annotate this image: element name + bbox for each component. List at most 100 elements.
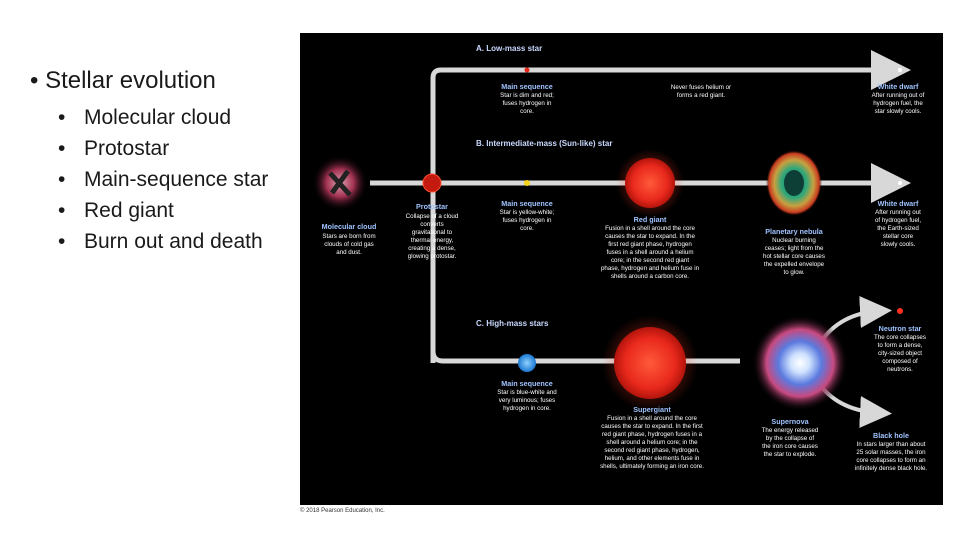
- low-mass-white-dwarf: [898, 68, 902, 72]
- sub-bullet-text: Red giant: [84, 199, 174, 222]
- molecular-cloud-image: [312, 155, 368, 211]
- label-sunlike-white-dwarf: White dwarf: [878, 199, 919, 208]
- desc-line: to form a dense,: [878, 342, 923, 349]
- desc-line: core.: [520, 108, 534, 115]
- label-supernova: Supernova: [771, 417, 809, 426]
- desc-line: Nuclear burning: [772, 237, 816, 244]
- desc-line: Never fuses helium or: [671, 84, 731, 91]
- high-mass-main-sequence-star: [518, 354, 536, 372]
- sub-bullet-list: •Molecular cloud •Protostar •Main-sequen…: [58, 102, 268, 257]
- sub-bullet-item: •Main-sequence star: [58, 164, 268, 195]
- desc-line: helium, and other elements fuse in: [605, 455, 700, 462]
- heading-intermediate-mass: B. Intermediate-mass (Sun-like) star: [476, 139, 612, 148]
- desc-line: causes the star to expand. In the first: [601, 423, 703, 430]
- desc-line: of hydrogen fuel,: [875, 217, 921, 224]
- desc-line: fuses hydrogen in: [503, 100, 552, 107]
- desc-line: hydrogen fuel, the: [873, 100, 923, 107]
- desc-line: composed of: [882, 358, 918, 365]
- sub-bullet-text: Main-sequence star: [84, 168, 268, 191]
- desc-line: to glow.: [784, 269, 805, 276]
- desc-line: The energy released: [762, 427, 819, 434]
- desc-line: creating a dense,: [408, 245, 456, 252]
- desc-line: The core collapses: [874, 334, 926, 341]
- desc-line: the star to explode.: [764, 451, 817, 458]
- desc-line: Collapse of a cloud: [406, 213, 459, 220]
- desc-line: fuses in a shell around a helium: [606, 249, 693, 256]
- desc-line: by the collapse of: [766, 435, 814, 442]
- sub-bullet-item: •Molecular cloud: [58, 102, 268, 133]
- desc-line: shells, ultimately forming an iron core.: [600, 463, 704, 470]
- desc-line: stellar core: [883, 233, 914, 240]
- desc-line: red giant phase, hydrogen fuses in a: [602, 431, 703, 438]
- desc-line: ceases; light from the: [765, 245, 824, 252]
- desc-line: phase, hydrogen and helium fuse in: [601, 265, 700, 272]
- sub-bullet-item: •Protostar: [58, 133, 268, 164]
- label-high-main-sequence: Main sequence: [501, 379, 553, 388]
- sub-bullet-text: Burn out and death: [84, 230, 263, 253]
- desc-line: hydrogen in core.: [503, 405, 551, 412]
- label-neutron-star: Neutron star: [879, 324, 922, 333]
- supernova-image: [752, 315, 848, 411]
- protostar-image: [423, 174, 441, 192]
- main-bullet: • Stellar evolution: [30, 64, 268, 98]
- desc-line: star slowly cools.: [875, 108, 922, 115]
- desc-line: shells around a carbon core.: [611, 273, 689, 280]
- desc-line: infinitely dense black hole.: [855, 465, 928, 472]
- label-sunlike-main-sequence: Main sequence: [501, 199, 553, 208]
- desc-line: causes the star to expand. In the: [605, 233, 695, 240]
- desc-line: Star is blue-white and: [497, 389, 557, 396]
- sub-bullet-item: •Burn out and death: [58, 226, 268, 257]
- desc-line: Star is yellow-white;: [500, 209, 555, 216]
- figure-credit: © 2018 Pearson Education, Inc.: [300, 508, 385, 514]
- desc-line: forms a red giant.: [677, 92, 725, 99]
- desc-line: the iron core causes: [762, 443, 818, 450]
- desc-line: After running out of: [872, 92, 925, 99]
- desc-line: Fusion in a shell around the core: [605, 225, 695, 232]
- desc-line: the expelled envelope: [764, 261, 825, 268]
- label-protostar: Protostar: [416, 202, 448, 211]
- main-bullet-text: Stellar evolution: [45, 67, 216, 94]
- desc-line: core; in the second red giant: [611, 257, 689, 264]
- red-giant-star: [625, 158, 675, 208]
- desc-line: core collapses to form an: [856, 457, 926, 464]
- stellar-evolution-diagram: A. Low-mass star B. Intermediate-mass (S…: [300, 33, 943, 505]
- desc-line: converts: [420, 221, 443, 228]
- desc-line: In stars larger than about: [857, 441, 926, 448]
- heading-low-mass: A. Low-mass star: [476, 44, 542, 53]
- desc-line: city-sized object: [878, 350, 922, 357]
- label-black-hole: Black hole: [873, 431, 909, 440]
- low-mass-main-sequence-star: [525, 68, 530, 73]
- desc-line: neutrons.: [887, 366, 913, 373]
- desc-line: glowing protostar.: [408, 253, 457, 260]
- desc-line: core.: [520, 225, 534, 232]
- desc-line: and dust.: [336, 249, 362, 256]
- desc-line: hot stellar core causes: [763, 253, 825, 260]
- desc-line: 25 solar masses, the iron: [856, 449, 926, 456]
- label-molecular-cloud: Molecular cloud: [322, 222, 377, 231]
- desc-line: Stars are born from: [322, 233, 375, 240]
- sub-bullet-item: •Red giant: [58, 195, 268, 226]
- desc-line: fuses hydrogen in: [503, 217, 552, 224]
- label-planetary-nebula: Planetary nebula: [765, 227, 824, 236]
- desc-line: gravitational to: [412, 229, 453, 236]
- desc-line: shell around a helium core; in the: [606, 439, 698, 446]
- label-red-giant: Red giant: [634, 215, 667, 224]
- desc-line: slowly cools.: [881, 241, 916, 248]
- heading-high-mass: C. High-mass stars: [476, 319, 549, 328]
- sunlike-main-sequence-star: [524, 180, 530, 186]
- desc-line: second red giant phase, hydrogen,: [604, 447, 700, 454]
- desc-line: the Earth-sized: [877, 225, 919, 232]
- desc-line: Star is dim and red;: [500, 92, 554, 99]
- bullet-list: • Stellar evolution •Molecular cloud •Pr…: [30, 64, 268, 257]
- sub-bullet-text: Molecular cloud: [84, 106, 231, 129]
- desc-line: After running out: [875, 209, 921, 216]
- sunlike-white-dwarf: [898, 181, 902, 185]
- desc-line: thermal energy,: [411, 237, 454, 244]
- label-low-main-sequence: Main sequence: [501, 82, 553, 91]
- sub-bullet-text: Protostar: [84, 137, 169, 160]
- neutron-star-image: [897, 308, 903, 314]
- planetary-nebula-image: [766, 150, 822, 216]
- desc-line: first red giant phase, hydrogen: [608, 241, 692, 248]
- desc-line: clouds of cold gas: [324, 241, 374, 248]
- desc-line: Fusion in a shell around the core: [607, 415, 697, 422]
